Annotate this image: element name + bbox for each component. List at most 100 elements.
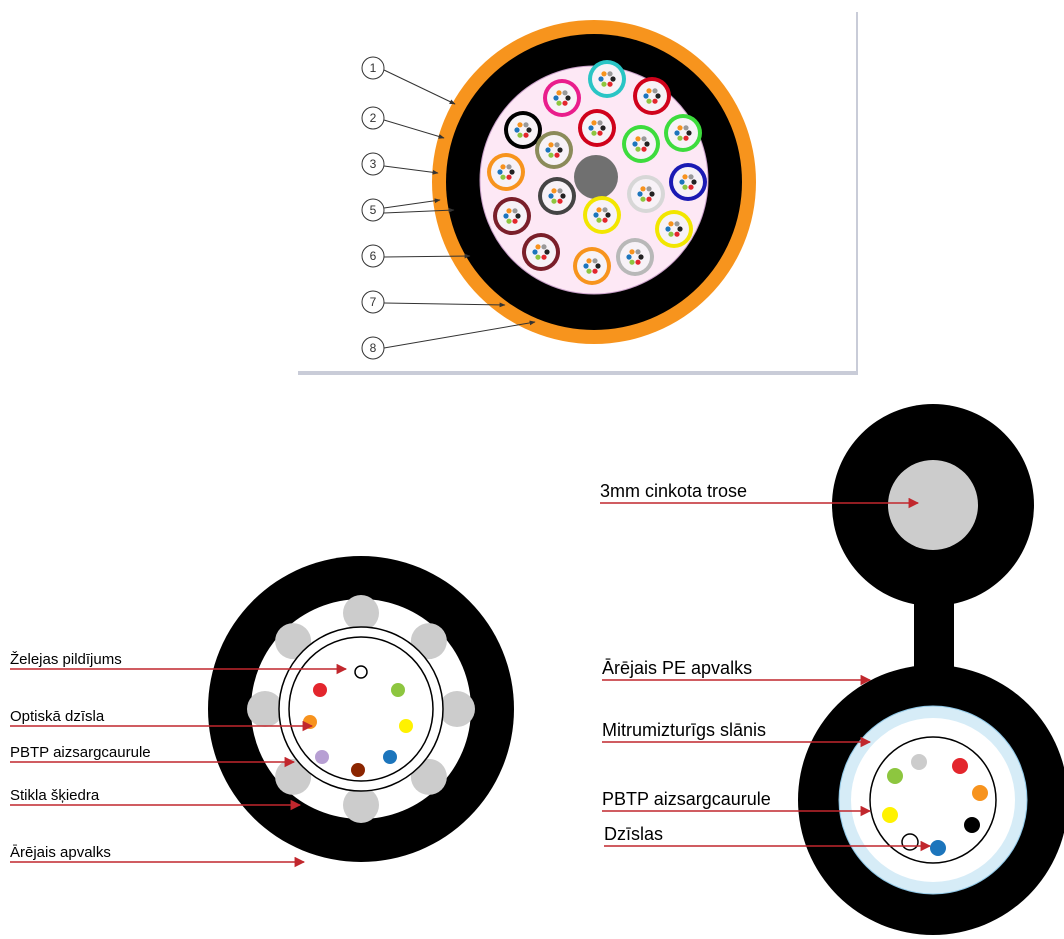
fiber-dot: [517, 132, 523, 138]
fiber-dot: [597, 120, 603, 126]
callout-number: 6: [370, 249, 377, 263]
fiber-dot: [545, 147, 551, 153]
label-glass-fiber: Stikla šķiedra: [10, 787, 100, 804]
fiber-dot: [553, 95, 559, 101]
optical-fiber: [882, 807, 898, 823]
optical-fiber: [391, 683, 405, 697]
fiber-dot: [629, 249, 635, 255]
fiber-dot: [548, 152, 554, 158]
fiber-dot: [497, 169, 503, 175]
glass-fiber-rod: [247, 691, 283, 727]
fiber-dot: [586, 258, 592, 264]
fiber-dot: [683, 125, 689, 131]
fiber-dot: [686, 130, 692, 136]
fiber-dot: [646, 196, 652, 202]
loose-tube-interior: [626, 129, 656, 159]
fiber-dot: [562, 90, 568, 96]
optical-fiber: [315, 750, 329, 764]
right-label-pe: Ārējais PE apvalks: [602, 658, 872, 686]
fiber-dot: [557, 198, 563, 204]
optical-fiber: [911, 754, 927, 770]
fiber-dot: [523, 132, 529, 138]
fiber-dot: [640, 196, 646, 202]
callout-group: 1 2 3 5 6: [361, 56, 536, 360]
fiber-dot: [598, 76, 604, 82]
callout-number: 5: [370, 203, 377, 217]
fiber-dot: [586, 268, 592, 274]
callout-number: 8: [370, 341, 377, 355]
left-label-pbtp: PBTP aizsargcaurule: [10, 744, 296, 768]
left-gel-marker: [354, 665, 368, 679]
label-outer-pe: Ārējais PE apvalks: [602, 658, 752, 678]
loose-tube-group: [487, 60, 707, 285]
callout-5: 5: [361, 198, 455, 222]
fiber-dot: [565, 95, 571, 101]
loose-tube-interior: [637, 81, 667, 111]
callout-6: 6: [361, 244, 471, 268]
fiber-dot: [597, 130, 603, 136]
label-cores: Dzīslas: [604, 824, 663, 844]
fiber-dot: [506, 174, 512, 180]
fiber-dot: [532, 249, 538, 255]
optical-fiber: [930, 840, 946, 856]
fiber-dot: [541, 244, 547, 250]
fiber-dot: [500, 174, 506, 180]
optical-fiber: [952, 758, 968, 774]
optical-fiber: [399, 719, 413, 733]
fiber-dot: [638, 254, 644, 260]
fiber-dot: [674, 231, 680, 237]
loose-tube-interior: [542, 181, 572, 211]
loose-tube-interior: [668, 118, 698, 148]
fiber-dot: [688, 184, 694, 190]
glass-fiber-rod: [410, 758, 447, 795]
fiber-dot: [548, 142, 554, 148]
fiber-dot: [646, 186, 652, 192]
left-cable: Želejas pildījums Optiskā dzīsla PBTP ai…: [10, 556, 514, 868]
fiber-dot: [607, 71, 613, 77]
glass-fiber-rod: [343, 787, 379, 823]
fiber-dot: [674, 130, 680, 136]
loose-tube-interior: [631, 179, 661, 209]
loose-tube-interior: [592, 64, 622, 94]
loose-tube-interior: [539, 135, 569, 165]
fiber-dot: [535, 244, 541, 250]
fiber-dot: [514, 127, 520, 133]
fiber-dot: [591, 130, 597, 136]
fiber-dot: [668, 231, 674, 237]
fiber-dot: [607, 81, 613, 87]
fiber-dot: [556, 90, 562, 96]
fiber-dot: [602, 217, 608, 223]
fiber-dot: [517, 122, 523, 128]
fiber-dot: [688, 174, 694, 180]
fiber-dot: [635, 259, 641, 265]
fiber-dot: [506, 208, 512, 214]
fiber-dot: [509, 169, 515, 175]
label-moisture-layer: Mitrumizturīgs slānis: [602, 720, 766, 740]
fiber-dot: [512, 218, 518, 224]
right-label-moisture: Mitrumizturīgs slānis: [602, 720, 872, 748]
fiber-dot: [682, 184, 688, 190]
fiber-dot: [646, 98, 652, 104]
fiber-dot: [592, 258, 598, 264]
fiber-dot: [652, 98, 658, 104]
glass-fiber-rod: [275, 758, 312, 795]
messenger-wire: [888, 460, 978, 550]
callout-7: 7: [361, 290, 506, 314]
loose-tube-interior: [577, 251, 607, 281]
loose-tube-interior: [508, 115, 538, 145]
label-outer-sheath: Ārējais apvalks: [10, 844, 111, 861]
fiber-dot: [554, 152, 560, 158]
loose-tube-interior: [582, 113, 612, 143]
left-label-gel: Želejas pildījums: [10, 651, 348, 675]
right-label-cores: Dzīslas: [604, 824, 932, 852]
fiber-dot: [523, 122, 529, 128]
fiber-dot: [548, 193, 554, 199]
fiber-dot: [635, 136, 641, 142]
callout-number: 1: [370, 61, 377, 75]
right-cable: 3mm cinkota trose Ārējais PE apvalks Mit…: [600, 404, 1064, 935]
left-inner-tube-ring: [288, 636, 434, 782]
fiber-dot: [602, 207, 608, 213]
fiber-dot: [691, 179, 697, 185]
fiber-dot: [641, 136, 647, 142]
optical-fiber: [313, 683, 327, 697]
